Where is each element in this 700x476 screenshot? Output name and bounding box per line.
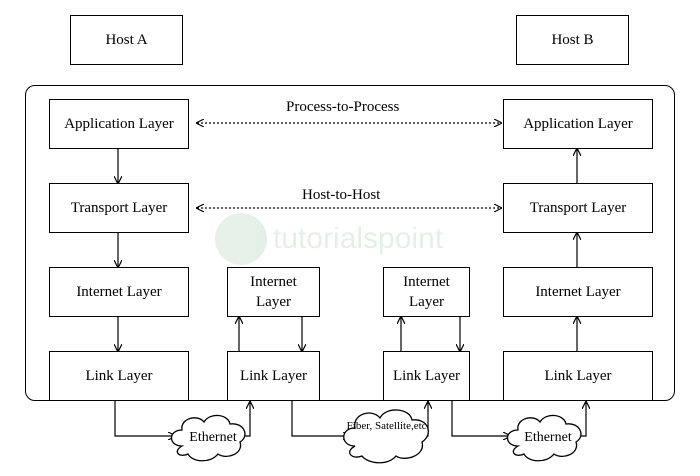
router2-internet-layer-label: Internet Layer xyxy=(403,274,450,310)
right-transport-layer: Transport Layer xyxy=(503,183,653,233)
router2-link-layer-label: Link Layer xyxy=(392,368,461,384)
right-application-layer-label: Application Layer xyxy=(523,116,633,132)
host-a-label: Host A xyxy=(105,32,148,48)
host-a-box: Host A xyxy=(70,15,183,65)
watermark-logo-icon xyxy=(215,213,267,265)
left-transport-layer: Transport Layer xyxy=(49,183,189,233)
watermark-text: tutorialspoint xyxy=(273,222,444,255)
right-internet-layer-label: Internet Layer xyxy=(535,284,621,300)
ethernet-left-cloud-label: Ethernet xyxy=(189,430,237,445)
right-internet-layer: Internet Layer xyxy=(503,267,653,317)
router1-internet-layer: Internet Layer xyxy=(227,267,320,317)
router1-link-layer: Link Layer xyxy=(227,351,320,401)
tutorialspoint-watermark: tutorialspoint xyxy=(215,213,443,265)
left-transport-layer-label: Transport Layer xyxy=(70,200,168,216)
left-internet-layer-label: Internet Layer xyxy=(76,284,162,300)
left-internet-layer: Internet Layer xyxy=(49,267,189,317)
right-link-layer: Link Layer xyxy=(503,351,653,401)
right-application-layer: Application Layer xyxy=(503,99,653,149)
router1-internet-layer-label: Internet Layer xyxy=(250,274,297,310)
router2-internet-layer: Internet Layer xyxy=(383,267,470,317)
host-b-label: Host B xyxy=(551,32,594,48)
host-b-box: Host B xyxy=(516,15,629,65)
left-link-layer-label: Link Layer xyxy=(85,368,153,384)
left-application-layer: Application Layer xyxy=(49,99,189,149)
right-transport-layer-label: Transport Layer xyxy=(529,200,627,216)
ethernet-right-cloud-label: Ethernet xyxy=(524,430,572,445)
left-link-layer: Link Layer xyxy=(49,351,189,401)
right-link-layer-label: Link Layer xyxy=(544,368,612,384)
host-to-host-label: Host-to-Host xyxy=(299,187,384,204)
router1-link-layer-label: Link Layer xyxy=(239,368,308,384)
process-to-process-label: Process-to-Process xyxy=(283,99,403,116)
network-frame xyxy=(25,85,675,401)
router2-link-layer: Link Layer xyxy=(383,351,470,401)
fiber-satellite-cloud-label: Fiber, Satellite,etc. xyxy=(346,420,430,432)
left-application-layer-label: Application Layer xyxy=(64,116,174,132)
